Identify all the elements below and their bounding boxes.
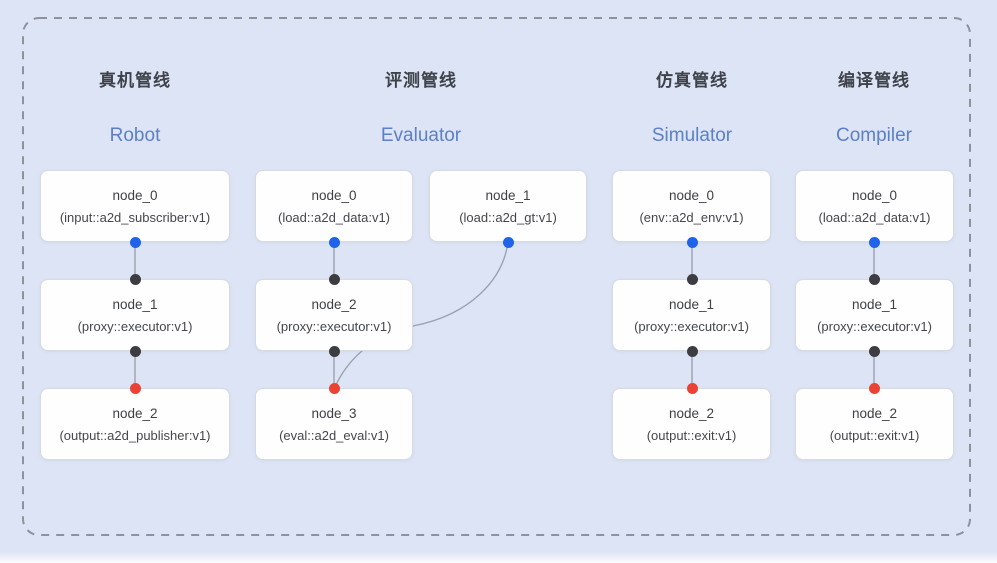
port-dot-dark	[328, 273, 340, 285]
port-dot-red	[868, 382, 880, 394]
node-type: (proxy::executor:v1)	[77, 318, 193, 334]
pipeline-title-zh-simulator: 仿真管线	[656, 71, 728, 90]
node-type: (env::a2d_env:v1)	[639, 209, 744, 225]
pipeline-title-en-compiler: Compiler	[835, 125, 913, 146]
port-dot-red	[686, 382, 698, 394]
pipeline-title-en-simulator: Simulator	[651, 125, 733, 146]
port-dot-blue	[129, 236, 141, 248]
port-dot-dark	[686, 345, 698, 357]
node-name: node_0	[851, 187, 898, 203]
pipeline-title-zh-robot: 真机管线	[99, 71, 171, 90]
node-name: node_0	[668, 187, 715, 203]
pipeline-title-zh-compiler: 编译管线	[838, 71, 910, 90]
node-name: node_2	[668, 405, 715, 421]
node-type: (load::a2d_data:v1)	[818, 209, 931, 225]
node-compiler-0: node_0 (load::a2d_data:v1)	[795, 170, 954, 242]
node-evaluator-2: node_2 (proxy::executor:v1)	[255, 279, 413, 351]
node-type: (load::a2d_gt:v1)	[459, 209, 557, 225]
node-evaluator-1: node_1 (load::a2d_gt:v1)	[429, 170, 587, 242]
node-type: (proxy::executor:v1)	[817, 318, 932, 334]
port-dot-blue	[502, 236, 514, 248]
node-type: (eval::a2d_eval:v1)	[279, 427, 389, 443]
port-dot-dark	[129, 273, 141, 285]
node-name: node_1	[112, 296, 158, 312]
node-compiler-2: node_2 (output::exit:v1)	[795, 388, 954, 460]
dashed-border	[22, 17, 971, 536]
pipeline-title-en-robot: Robot	[109, 125, 161, 146]
node-type: (output::a2d_publisher:v1)	[59, 427, 211, 443]
node-simulator-0: node_0 (env::a2d_env:v1)	[612, 170, 771, 242]
node-name: node_1	[668, 296, 715, 312]
node-name: node_1	[851, 296, 898, 312]
node-type: (proxy::executor:v1)	[634, 318, 749, 334]
node-name: node_3	[311, 405, 357, 421]
node-type: (output::exit:v1)	[829, 427, 920, 443]
node-name: node_2	[851, 405, 898, 421]
node-type: (input::a2d_subscriber:v1)	[59, 209, 211, 225]
port-dot-blue	[328, 236, 340, 248]
port-dot-dark	[686, 273, 698, 285]
node-robot-2: node_2 (output::a2d_publisher:v1)	[40, 388, 230, 460]
node-type: (load::a2d_data:v1)	[277, 209, 391, 225]
port-dot-dark	[868, 273, 880, 285]
node-name: node_2	[112, 405, 158, 421]
port-dot-dark	[868, 345, 880, 357]
node-type: (proxy::executor:v1)	[276, 318, 392, 334]
pipeline-title-en-evaluator: Evaluator	[380, 125, 462, 146]
node-evaluator-3: node_3 (eval::a2d_eval:v1)	[255, 388, 413, 460]
node-simulator-2: node_2 (output::exit:v1)	[612, 388, 771, 460]
port-dot-blue	[868, 236, 880, 248]
port-dot-red	[129, 382, 141, 394]
edge-evaluator-n1-n3-curve	[334, 241, 509, 388]
node-compiler-1: node_1 (proxy::executor:v1)	[795, 279, 954, 351]
node-name: node_2	[311, 296, 357, 312]
port-dot-red	[328, 382, 340, 394]
pipeline-title-zh-evaluator: 评测管线	[385, 71, 457, 90]
node-type: (output::exit:v1)	[646, 427, 737, 443]
port-dot-blue	[686, 236, 698, 248]
node-robot-0: node_0 (input::a2d_subscriber:v1)	[40, 170, 230, 242]
node-simulator-1: node_1 (proxy::executor:v1)	[612, 279, 771, 351]
node-robot-1: node_1 (proxy::executor:v1)	[40, 279, 230, 351]
port-dot-dark	[328, 345, 340, 357]
port-dot-dark	[129, 345, 141, 357]
node-name: node_0	[112, 187, 158, 203]
node-name: node_1	[485, 187, 531, 203]
node-name: node_0	[311, 187, 357, 203]
node-evaluator-0: node_0 (load::a2d_data:v1)	[255, 170, 413, 242]
